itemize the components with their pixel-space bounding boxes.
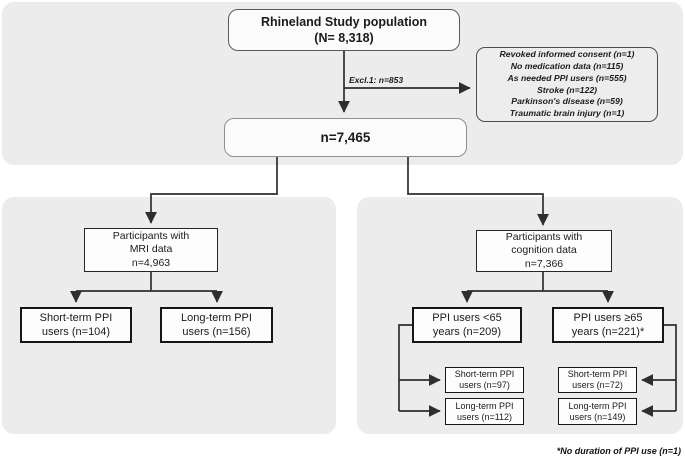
over65-long-line1: Long-term PPI bbox=[568, 400, 627, 411]
under65-short-line2: users (n=97) bbox=[459, 380, 510, 390]
cognition-header-line1: Participants with bbox=[505, 230, 583, 243]
under65-long-line1: Long-term PPI bbox=[455, 400, 514, 411]
footnote: *No duration of PPI use (n=1) bbox=[556, 446, 681, 456]
over65-long-line2: users (n=149) bbox=[569, 411, 626, 422]
exclusion-item: Revoked informed consent (n=1) bbox=[499, 49, 635, 60]
cognition-header-line2: cognition data bbox=[511, 244, 577, 257]
under65-short-term-box: Short-term PPI users (n=97) bbox=[445, 367, 524, 393]
over65-short-line2: users (n=72) bbox=[572, 380, 623, 390]
under65-long-line2: users (n=112) bbox=[456, 411, 513, 422]
mri-long-term-box: Long-term PPI users (n=156) bbox=[160, 307, 273, 343]
exclusion-item: As needed PPI users (n=555) bbox=[507, 72, 627, 83]
mri-long-term-line2: users (n=156) bbox=[182, 326, 251, 338]
cognition-header-line3: n=7,366 bbox=[524, 257, 564, 270]
exclusion-item: Traumatic brain injury (n=1) bbox=[509, 108, 625, 119]
mri-header-line1: Participants with bbox=[112, 229, 190, 242]
mri-short-term-box: Short-term PPI users (n=104) bbox=[20, 307, 132, 343]
over65-line2: years (n=221)* bbox=[571, 326, 645, 338]
mri-header-box: Participants with MRI data n=4,963 bbox=[84, 228, 218, 272]
exclusion-item: No medication data (n=115) bbox=[510, 60, 624, 71]
under65-short-line1: Short-term PPI bbox=[454, 369, 515, 379]
under65-line1: PPI users <65 bbox=[432, 311, 502, 324]
population-box-line2: (N= 8,318) bbox=[314, 31, 374, 45]
under65-box: PPI users <65 years (n=209) bbox=[412, 307, 522, 343]
mri-short-term-line2: users (n=104) bbox=[41, 326, 111, 338]
exclusion-item: Stroke (n=122) bbox=[536, 84, 598, 95]
exclusion-arrow-label: Excl.1: n=853 bbox=[349, 75, 404, 85]
over65-line1: PPI users ≥65 bbox=[573, 311, 643, 324]
mri-long-term-line1: Long-term PPI bbox=[181, 311, 252, 324]
population-box: Rhineland Study population (N= 8,318) bbox=[228, 9, 460, 51]
mri-short-term-line1: Short-term PPI bbox=[39, 311, 113, 324]
exclusion-box: Revoked informed consent (n=1) No medica… bbox=[476, 47, 658, 122]
under65-long-term-box: Long-term PPI users (n=112) bbox=[445, 398, 524, 425]
under65-line2: years (n=209) bbox=[432, 326, 502, 338]
over65-long-term-box: Long-term PPI users (n=149) bbox=[558, 398, 637, 425]
eligible-box: n=7,465 bbox=[224, 118, 467, 157]
eligible-box-label: n=7,465 bbox=[320, 130, 371, 145]
population-box-line1: Rhineland Study population bbox=[261, 15, 427, 29]
mri-header-line2: MRI data bbox=[129, 243, 173, 256]
over65-box: PPI users ≥65 years (n=221)* bbox=[552, 307, 664, 343]
mri-header-line3: n=4,963 bbox=[131, 256, 171, 269]
over65-short-line1: Short-term PPI bbox=[567, 369, 628, 379]
over65-short-term-box: Short-term PPI users (n=72) bbox=[558, 367, 637, 393]
cognition-header-box: Participants with cognition data n=7,366 bbox=[476, 230, 612, 272]
exclusion-item: Parkinson's disease (n=59) bbox=[511, 96, 623, 107]
